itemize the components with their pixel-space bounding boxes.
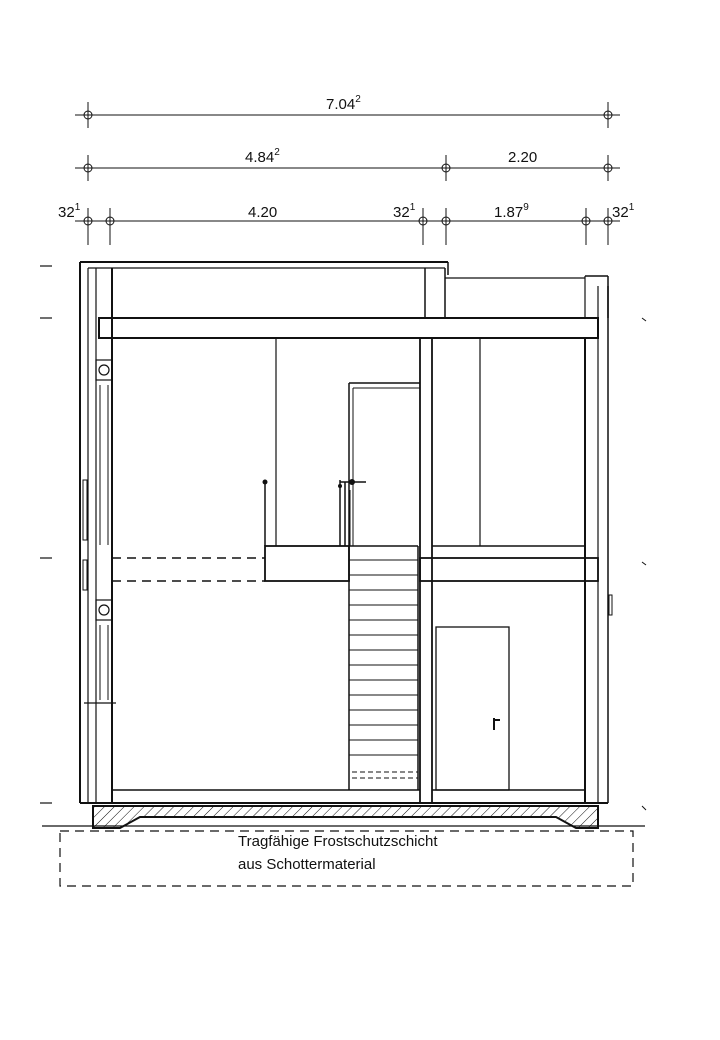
foundation-note-line2: aus Schottermaterial	[238, 856, 376, 873]
dim-wall-right: 321	[612, 202, 635, 221]
building-section	[42, 261, 645, 829]
dim-wall-mid: 321	[393, 202, 416, 221]
dimension-row-total: 7.042	[75, 94, 620, 128]
ground-floor-door	[435, 626, 510, 791]
dimension-row-parts: 4.842 2.20	[75, 147, 620, 181]
dim-total: 7.042	[326, 94, 361, 113]
upper-floor-walls	[275, 338, 481, 546]
dimension-row-detail: 321 4.20 321 1.879 321	[58, 202, 635, 245]
interior-wall-middle	[419, 338, 433, 803]
foundation-note-line1: Tragfähige Frostschutzschicht	[238, 833, 438, 850]
staircase	[348, 545, 419, 790]
level-ticks	[40, 265, 647, 811]
dim-room-right: 1.879	[494, 202, 529, 221]
roof-parapet	[80, 261, 609, 318]
ground-floor-slab	[80, 789, 608, 829]
dim-wall-left: 321	[58, 202, 81, 221]
upper-door	[348, 382, 420, 546]
dim-room-left: 4.20	[248, 204, 277, 221]
dimension-chains: 7.042 4.842 2.20	[58, 94, 635, 245]
roof-slab	[98, 317, 599, 339]
dim-right-part: 2.20	[508, 149, 537, 166]
gallery-slab	[112, 545, 350, 582]
intermediate-slab	[419, 545, 599, 582]
dim-left-part: 4.842	[245, 147, 280, 166]
gallery-railing	[262, 479, 366, 546]
left-exterior-wall	[79, 262, 116, 803]
right-exterior-wall	[584, 286, 613, 803]
foundation-layer: Tragfähige Frostschutzschicht aus Schott…	[59, 830, 634, 887]
